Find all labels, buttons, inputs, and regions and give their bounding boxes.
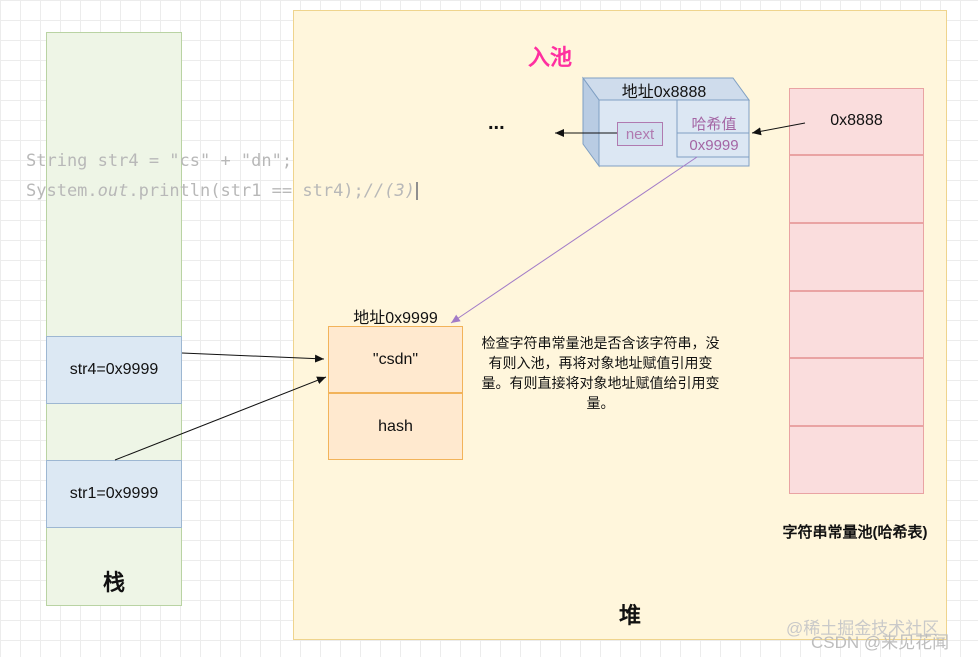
pool-slot [789, 426, 924, 494]
object-field-hash: hash [328, 393, 463, 460]
heap-title: 堆 [618, 603, 641, 628]
code-text-1: String str4 = "cs" + "dn"; [26, 151, 293, 171]
pool-slot [789, 88, 924, 155]
code-text-2c: .println(str1 == str4); [128, 181, 364, 201]
code-line-2: System.out.println(str1 == str4);//(3) [26, 181, 418, 201]
pool-slot [789, 155, 924, 223]
pool-slot [789, 291, 924, 358]
stack-title: 栈 [102, 570, 125, 595]
object-address: 地址0x9999 [353, 310, 438, 327]
pool-slot [789, 358, 924, 426]
hash-label: 哈希值 [691, 116, 737, 133]
pool-table-label: 字符串常量池(哈希表) [782, 524, 928, 541]
text-cursor [415, 182, 418, 200]
pool-slot-value: 0x8888 [830, 112, 883, 129]
object-field-value: "csdn" [328, 326, 463, 393]
stack-cell-str1: str1=0x9999 [46, 460, 182, 528]
ellipsis: ... [488, 112, 505, 134]
pool-slot [789, 223, 924, 291]
intern-title: 入池 [527, 45, 572, 70]
code-comment: //(3) [363, 181, 415, 201]
watermark-line-1: @稀土掘金技术社区 [786, 619, 940, 638]
explanation-text: 检查字符串常量池是否含该字符串，没有则入池，再将对象地址赋值引用变量。有则直接将… [481, 335, 720, 411]
hash-value: 0x9999 [689, 137, 739, 154]
code-text-2a: System. [26, 181, 98, 201]
node-address: 地址0x8888 [621, 84, 707, 101]
arrow-str1-to-object [114, 376, 327, 461]
watermark-line-2: CSDN @来见花闻 [811, 633, 950, 652]
code-text-2b: out [97, 181, 129, 201]
code-line-1: String str4 = "cs" + "dn"; [26, 151, 292, 171]
arrow-pool-to-node [751, 122, 806, 136]
stack-cell-str4: str4=0x9999 [46, 336, 182, 404]
next-pointer: next [617, 122, 663, 146]
arrow-hash-to-object [450, 156, 698, 324]
arrow-str4-to-object [181, 352, 325, 363]
